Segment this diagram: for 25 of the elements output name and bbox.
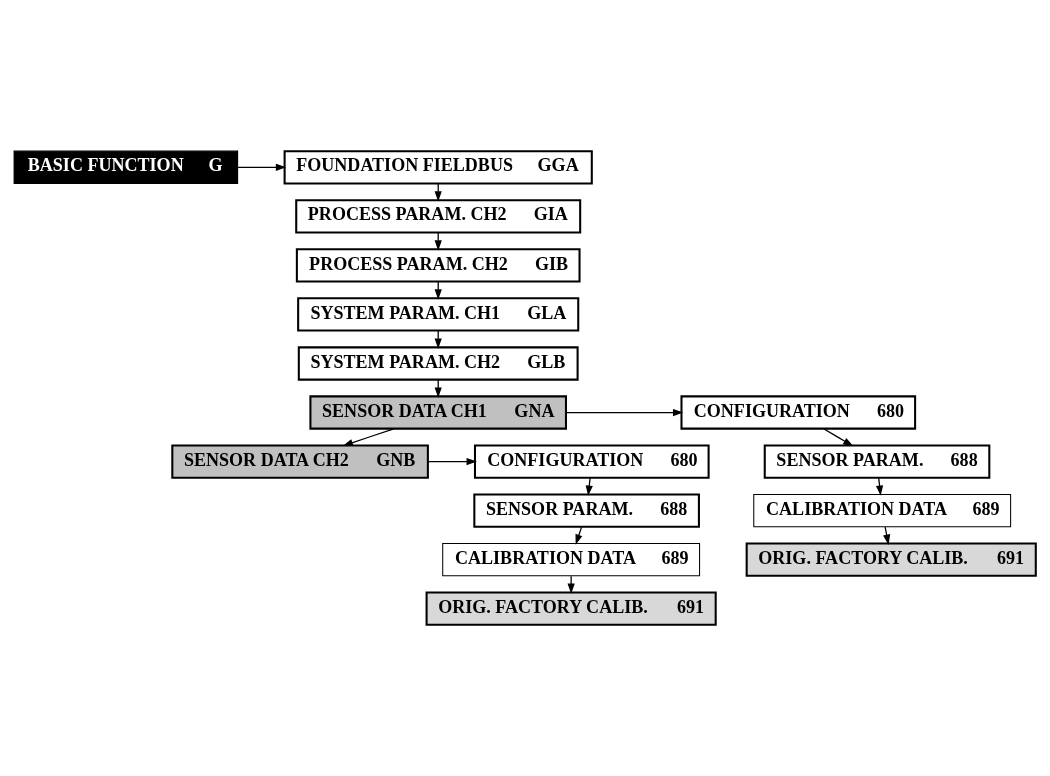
- node-box: SENSOR DATA CH2 GNB: [171, 444, 429, 479]
- node-box: ORIG. FACTORY CALIB. 691: [425, 591, 717, 626]
- node-box: SYSTEM PARAM. CH1 GLA: [297, 297, 580, 332]
- arrow: [565, 408, 684, 417]
- node-box: PROCESS PARAM. CH2 GIB: [295, 248, 581, 283]
- node-box: CONFIGURATION 680: [680, 395, 917, 430]
- node-box: BASIC FUNCTION G: [13, 150, 239, 185]
- arrow: [237, 163, 287, 171]
- node-box: CONFIGURATION 680: [473, 444, 710, 479]
- arrow: [883, 526, 891, 545]
- node-box: SENSOR PARAM. 688: [763, 444, 991, 479]
- node-box: SENSOR DATA CH1 GNA: [309, 395, 567, 430]
- arrow: [823, 428, 854, 447]
- node-box: PROCESS PARAM. CH2 GIA: [295, 199, 582, 234]
- node-box: SENSOR PARAM. 688: [473, 493, 700, 528]
- node-box: ORIG. FACTORY CALIB. 691: [745, 542, 1037, 577]
- arrow: [427, 457, 477, 466]
- arrow: [585, 477, 593, 496]
- node-box: CALIBRATION DATA 689: [753, 493, 1012, 528]
- node-box: FOUNDATION FIELDBUS GGA: [283, 150, 593, 185]
- arrow: [875, 477, 884, 496]
- arrow: [575, 526, 583, 545]
- node-box: CALIBRATION DATA 689: [442, 543, 701, 577]
- node-box: SYSTEM PARAM. CH2 GLB: [297, 346, 579, 381]
- arrow: [567, 575, 575, 594]
